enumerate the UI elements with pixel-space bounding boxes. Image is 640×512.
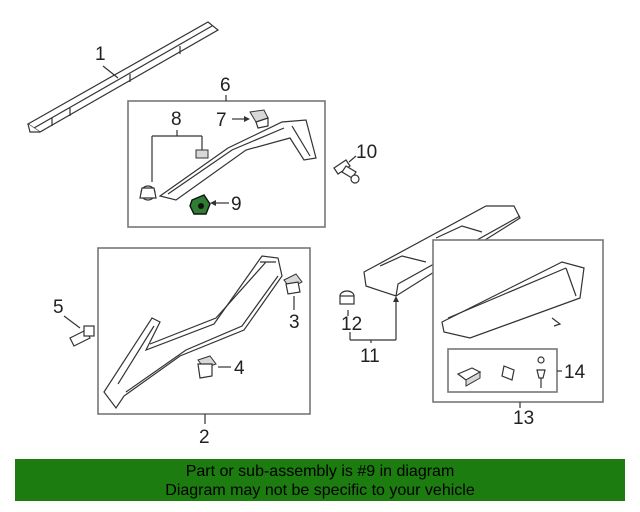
leader-10 [348, 155, 357, 163]
part-10-push-pin [333, 159, 360, 184]
part-14-hardware [456, 356, 546, 388]
callout-5: 5 [53, 297, 64, 318]
part-2-lower-trim [103, 255, 283, 410]
callout-6: 6 [220, 75, 231, 96]
part-13-tray [441, 261, 585, 339]
callout-7: 7 [216, 110, 227, 131]
leader-8 [151, 130, 203, 182]
leader-5 [63, 315, 81, 329]
callout-4: 4 [234, 358, 245, 379]
part-4-clip [197, 355, 217, 379]
leader-1 [102, 65, 119, 79]
arrow-9 [210, 200, 216, 206]
callout-3: 3 [289, 312, 300, 333]
arrow-11 [393, 296, 399, 302]
banner-line-2: Diagram may not be specific to your vehi… [165, 482, 475, 499]
part-5-push-pin [69, 325, 95, 347]
callout-13: 13 [513, 408, 534, 429]
leader-11 [349, 300, 397, 343]
banner-line-1: Part or sub-assembly is #9 in diagram [185, 463, 455, 480]
callout-1: 1 [95, 44, 106, 65]
callout-14: 14 [564, 362, 586, 383]
arrow-7 [244, 116, 250, 122]
info-banner: Part or sub-assembly is #9 in diagram Di… [15, 459, 625, 501]
callout-9: 9 [231, 194, 242, 215]
callout-12: 12 [341, 314, 362, 335]
callout-2: 2 [199, 427, 210, 448]
part-1-sill-trim [26, 21, 220, 133]
part-7-clip [249, 109, 269, 129]
callout-10: 10 [356, 142, 377, 163]
part-8-retainer [139, 149, 209, 201]
callout-8: 8 [171, 109, 182, 130]
part-6-pillar-trim [158, 119, 317, 201]
callout-11: 11 [360, 346, 380, 367]
part-3-clip [283, 273, 303, 295]
part-12-grommet [339, 290, 355, 305]
part-9-highlighted [189, 194, 211, 215]
